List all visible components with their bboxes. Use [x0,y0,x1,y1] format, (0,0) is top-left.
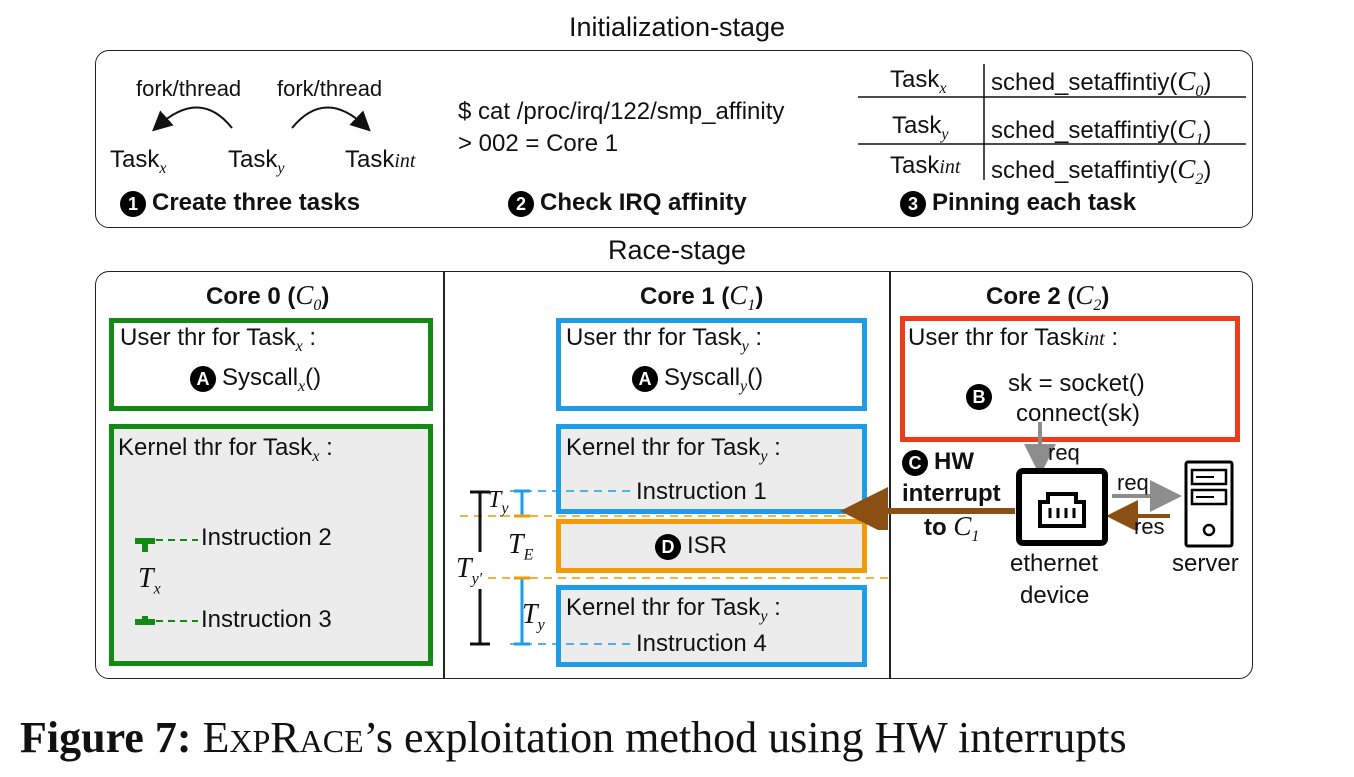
irq-command: $ cat /proc/irq/122/smp_affinity [458,98,785,125]
connect-call: connect(sk) [1016,400,1141,427]
core0-kernel-thread-box [109,424,433,666]
te-label: TE [508,529,534,564]
isr-box [556,519,867,573]
isr-badge-d: D [655,533,681,560]
instruction-2: Instruction 2 [201,524,332,551]
init-stage-title: Initialization-stage [568,12,786,42]
core1-kernel-thread-label-2: Kernel thr for Tasky : [566,594,781,625]
ethernet-device-label-1: ethernet [1010,550,1099,577]
instruction-3: Instruction 3 [201,606,332,633]
ethernet-device-label-2: device [1020,582,1090,609]
pinning-table-lines [858,64,1246,180]
fork-left-label: fork/thread [136,76,242,101]
ty-prime-label: Ty′ [456,552,483,589]
ty-bottom-label: Ty [522,599,545,634]
race-stage-title: Race-stage [607,235,747,265]
ethernet-port-icon [1016,468,1108,546]
instruction-1: Instruction 1 [636,478,767,505]
core1-user-thread-label: User thr for Tasky : [566,324,763,355]
core0-user-thread-label: User thr for Taskx : [120,324,317,355]
core2-user-thread-box [900,316,1240,442]
core0-user-thread-box [109,318,433,411]
socket-call: sk = socket() [1008,370,1145,397]
pin-row-call-y: sched_setaffintiy(C1) [991,114,1212,148]
ty-top-label: Ty [488,487,509,517]
step1-badge: 1 [120,190,146,217]
hw-badge-c: C [902,449,928,476]
server-icon [1184,460,1234,548]
step3-badge: 3 [900,190,926,217]
timing-lines [460,489,890,646]
core1-kernel-thread-box-1 [556,424,867,514]
figure-caption: Figure 7: EXPRACE’s exploitation method … [20,713,1127,762]
init-stage-panel [95,50,1253,228]
core-divider-1 [443,272,445,678]
irq-result: > 002 = Core 1 [458,130,619,157]
core0-kernel-thread-label: Kernel thr for Taskx : [118,434,333,465]
task-y-label: Tasky [228,146,285,177]
instruction-4: Instruction 4 [636,630,767,657]
core0-instruction-markers [135,538,198,625]
core1-header: Core 1 (C1) [640,280,764,314]
step2-badge: 2 [508,190,534,217]
syscall-badge-a: A [632,365,658,392]
core2-header: Core 2 (C2) [986,280,1110,314]
fork-left-arrow [152,106,233,132]
interrupt-arrows [840,422,1182,530]
server-label: server [1172,550,1239,577]
socket-badge-b: B [966,384,998,410]
req-down-label: req [1048,440,1080,465]
pin-row-task-int: Taskint [890,152,961,179]
pin-row-task-x: Taskx [890,66,947,97]
res-left-label: res [1134,514,1165,539]
fork-right-arrow [291,106,371,132]
core-divider-2 [889,272,891,678]
tx-label: Tx [138,563,161,598]
core1-kernel-thread-box-2 [556,585,867,667]
pin-row-call-int: sched_setaffintiy(C2) [991,154,1212,188]
fork-right-label: fork/thread [277,76,383,101]
task-int-label: Taskint [345,146,416,173]
fork-arrows [152,106,371,132]
syscall-badge-a: A [190,365,216,392]
race-stage-panel [95,271,1253,679]
pin-row-task-y: Tasky [892,112,949,143]
core1-user-thread-box [556,318,867,411]
req-right-label: req [1117,470,1149,495]
core2-user-thread-label: User thr for Taskint : [908,324,1119,351]
core0-header: Core 0 (C0) [206,280,330,314]
core1-kernel-thread-label-1: Kernel thr for Tasky : [566,434,781,465]
task-x-label: Taskx [110,146,167,177]
pin-row-call-x: sched_setaffintiy(C0) [991,66,1212,100]
